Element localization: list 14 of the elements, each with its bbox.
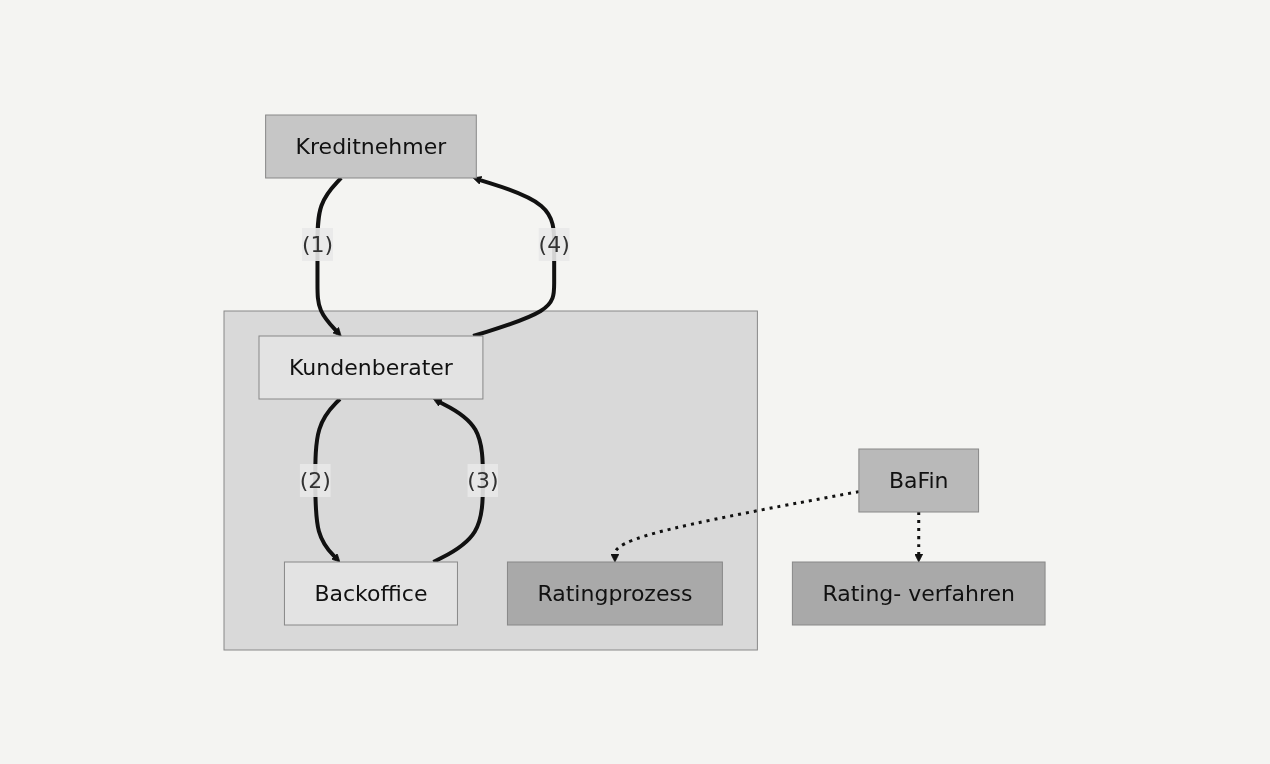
node-box: BaFin [858, 448, 980, 512]
node-box: Backoffice [284, 561, 459, 625]
node-box: Ratingprozess [507, 561, 724, 625]
edge-label: (4) [539, 231, 571, 257]
edge-label: (3) [467, 467, 499, 493]
edge-label: (2) [300, 467, 332, 493]
arrow [472, 175, 557, 338]
arrow [914, 511, 924, 562]
node-box: Rating- verfahren [792, 561, 1047, 625]
node-box: Kundenberater [258, 335, 484, 399]
node-box: Kreditnehmer [265, 114, 478, 178]
cluster [223, 310, 759, 650]
arrow [611, 489, 860, 562]
edge-label: (1) [302, 231, 334, 257]
